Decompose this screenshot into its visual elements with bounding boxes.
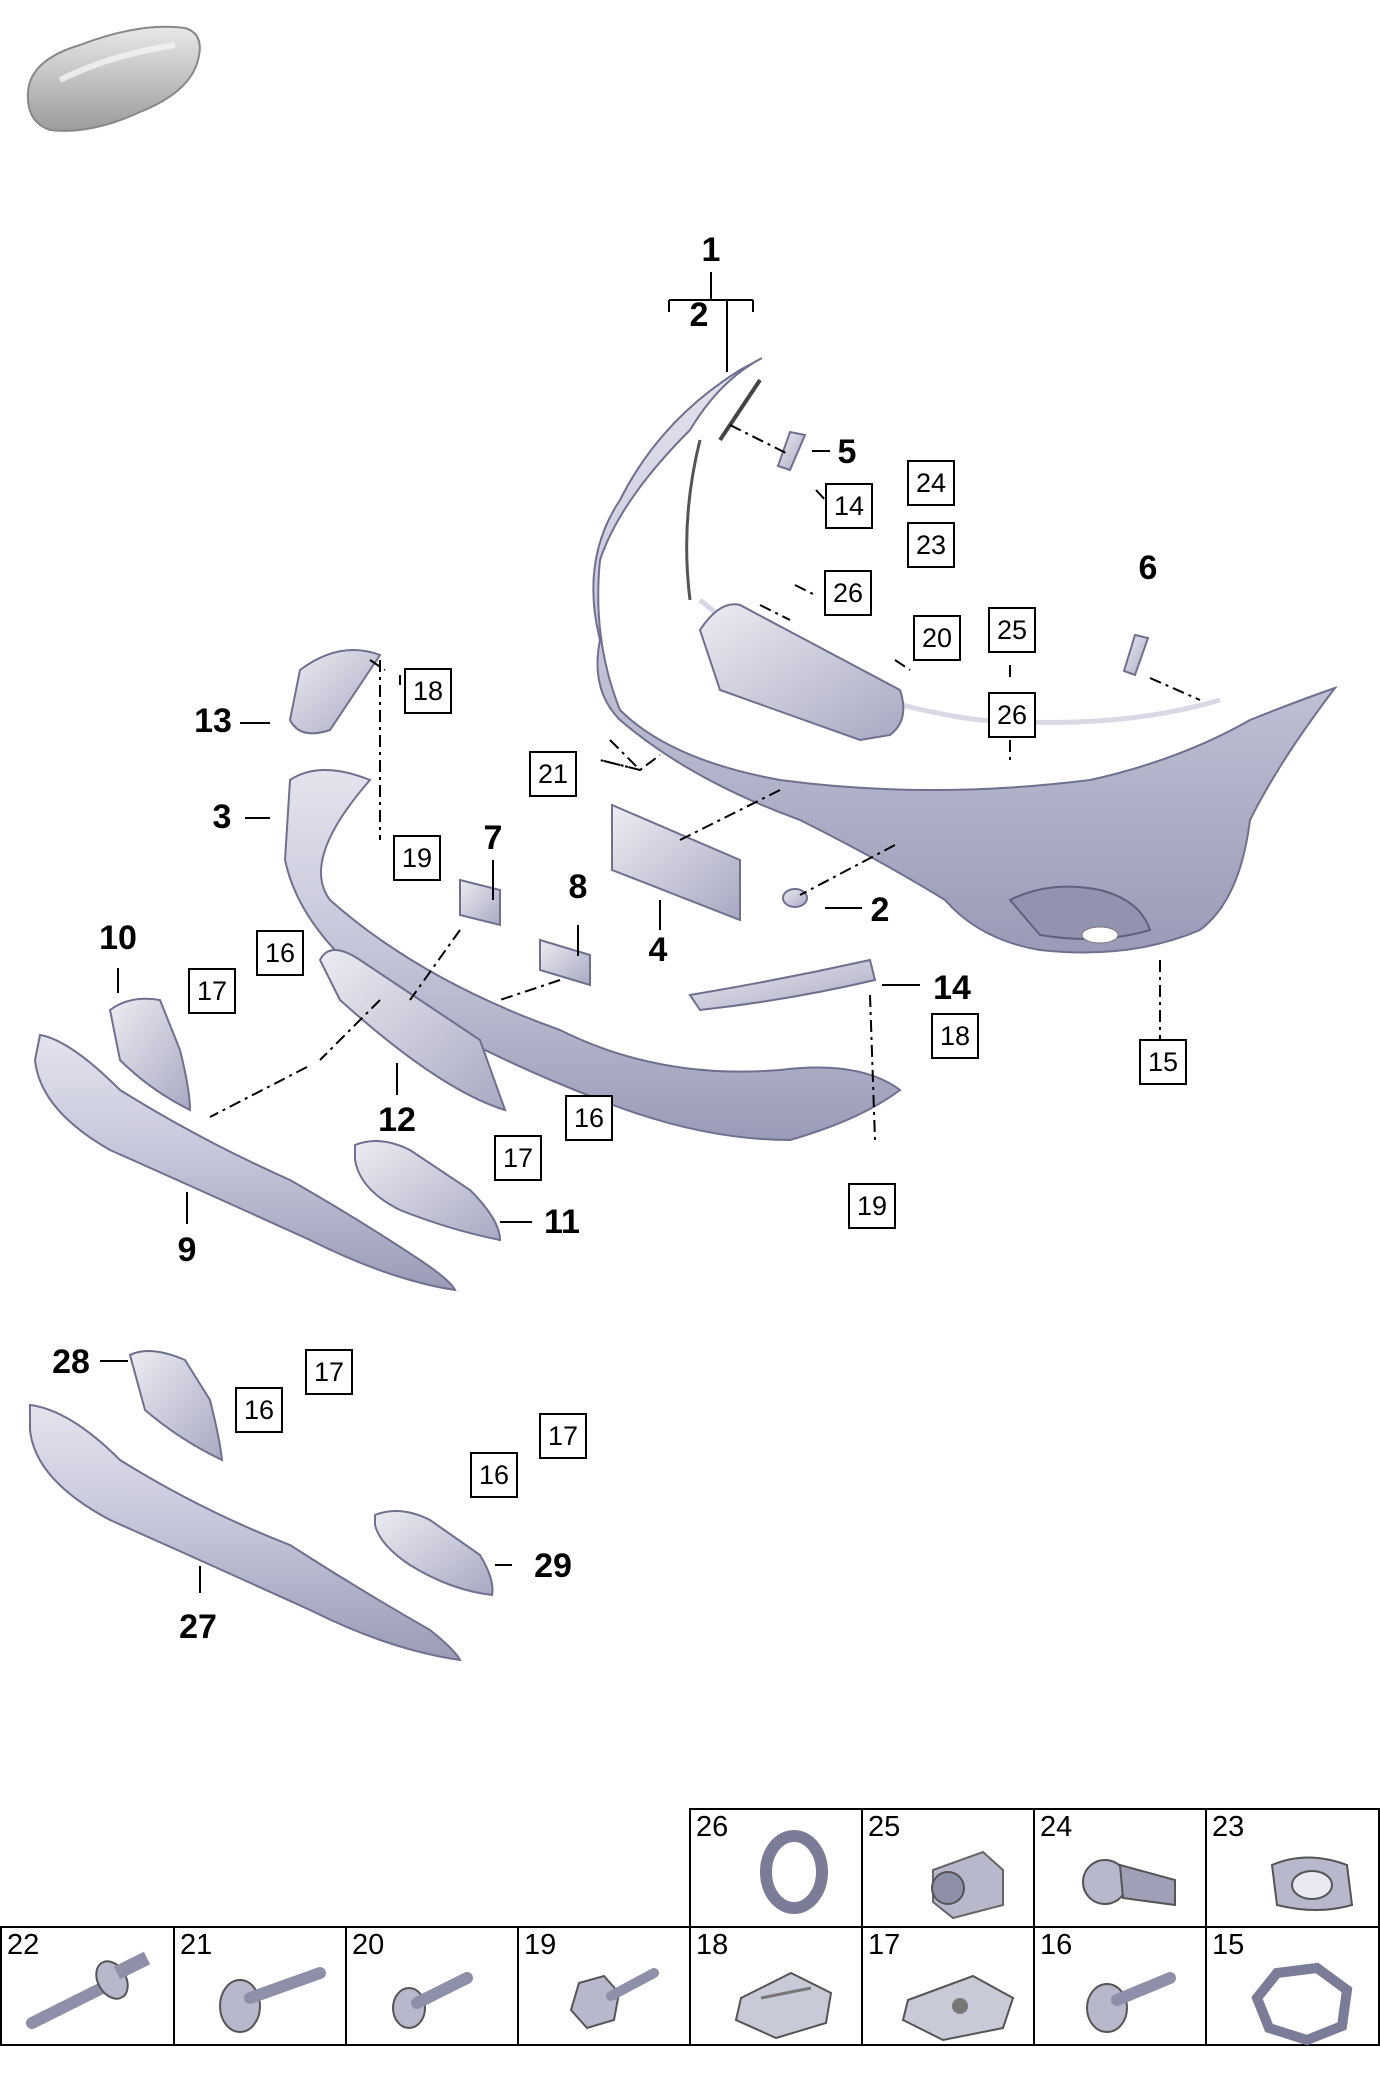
parts-cell-20: 20 xyxy=(345,1926,519,2046)
parts-cell-15: 15 xyxy=(1205,1926,1380,2046)
license-plate-bracket-part xyxy=(611,803,741,922)
callout-3: 3 xyxy=(212,798,232,836)
callout-7: 7 xyxy=(483,819,503,857)
callout-12: 12 xyxy=(378,1101,416,1139)
ref-box-16-b: 16 xyxy=(565,1095,613,1141)
ring-icon xyxy=(760,1830,828,1914)
collar-screw-icon xyxy=(569,1968,659,2030)
parts-cell-number: 24 xyxy=(1040,1811,1073,1843)
car-thumbnail-icon xyxy=(26,25,201,132)
spring-clip-icon xyxy=(734,1971,833,2040)
speed-nut-icon xyxy=(901,1974,1015,2042)
ref-box-16-c: 16 xyxy=(235,1387,283,1433)
ref-box-23: 23 xyxy=(907,522,955,568)
ref-box-18-top: 18 xyxy=(404,668,452,714)
parts-cell-23: 23 xyxy=(1205,1808,1380,1928)
parts-cell-number: 20 xyxy=(352,1929,385,1961)
callout-9: 9 xyxy=(177,1231,197,1269)
parts-cell-number: 23 xyxy=(1212,1811,1245,1843)
callout-2-top: 2 xyxy=(689,296,709,334)
ref-box-21: 21 xyxy=(529,751,577,797)
clip-8-part xyxy=(539,938,591,987)
parts-cell-number: 16 xyxy=(1040,1929,1073,1961)
callout-5: 5 xyxy=(837,433,857,471)
parts-cell-18: 18 xyxy=(689,1926,863,2046)
bumper-cover-part xyxy=(592,357,1338,954)
sensor-bracket-icon xyxy=(1270,1856,1354,1911)
dash-dot-lines xyxy=(209,424,1201,1141)
parts-cell-22: 22 xyxy=(0,1926,175,2046)
ref-box-14-top: 14 xyxy=(825,483,873,529)
sensor-housing-icon xyxy=(931,1850,1004,1920)
air-intake-29-part xyxy=(374,1510,494,1597)
lower-trim-27-part xyxy=(29,1403,462,1662)
ref-box-17-c: 17 xyxy=(305,1349,353,1395)
parts-cell-17: 17 xyxy=(861,1926,1035,2046)
ref-box-18-right: 18 xyxy=(931,1013,979,1059)
bracket-13-part xyxy=(288,649,382,735)
air-intake-10-part xyxy=(108,997,192,1112)
callout-27: 27 xyxy=(179,1608,217,1646)
parts-cell-21: 21 xyxy=(173,1926,347,2046)
clip-7-part xyxy=(459,878,501,927)
parts-cell-number: 22 xyxy=(7,1929,40,1961)
ref-box-17-b: 17 xyxy=(494,1135,542,1181)
ref-box-17-d: 17 xyxy=(539,1413,587,1459)
parts-cell-24: 24 xyxy=(1033,1808,1207,1928)
callout-11: 11 xyxy=(544,1203,580,1241)
leader-lines xyxy=(100,272,920,1593)
callout-28: 28 xyxy=(52,1343,90,1381)
lower-spoiler-part xyxy=(283,769,902,1142)
callout-13: 13 xyxy=(194,702,232,740)
callout-1: 1 xyxy=(701,231,721,269)
parts-cell-number: 15 xyxy=(1212,1929,1245,1961)
callout-6: 6 xyxy=(1138,549,1158,587)
retaining-ring-icon xyxy=(1251,1962,1353,2046)
parts-cell-number: 19 xyxy=(524,1929,557,1961)
upper-grille-part xyxy=(698,603,905,742)
ref-box-17-a: 17 xyxy=(188,968,236,1014)
callout-29: 29 xyxy=(534,1547,572,1585)
ref-box-25: 25 xyxy=(988,607,1036,653)
side-bracket-14-part xyxy=(688,958,877,1012)
park-sensor-icon xyxy=(1082,1859,1176,1907)
parts-cell-number: 26 xyxy=(696,1811,729,1843)
parts-cell-number: 25 xyxy=(868,1811,901,1843)
callout-4: 4 xyxy=(648,931,668,969)
ref-box-19-left: 19 xyxy=(393,835,441,881)
torx-screw-icon xyxy=(1086,1972,1176,2033)
ref-box-26-mid: 26 xyxy=(824,570,872,616)
ref-box-24: 24 xyxy=(907,460,955,506)
screw-icon xyxy=(392,1972,473,2029)
ref-box-15: 15 xyxy=(1139,1039,1187,1085)
parts-cell-number: 17 xyxy=(868,1929,901,1961)
grille-12-part xyxy=(318,949,507,1112)
lower-trim-9-part xyxy=(33,1033,457,1292)
callout-2-cap: 2 xyxy=(870,891,890,929)
air-intake-11-part xyxy=(354,1140,502,1242)
ref-box-26-right: 26 xyxy=(988,692,1036,738)
trim-5-part xyxy=(776,430,807,472)
air-intake-28-part xyxy=(128,1350,224,1462)
callout-10: 10 xyxy=(99,919,137,957)
expansion-rivet-icon xyxy=(219,1967,326,2033)
ref-box-19-bottom: 19 xyxy=(848,1183,896,1229)
parts-cell-19: 19 xyxy=(517,1926,691,2046)
parts-cell-16: 16 xyxy=(1033,1926,1207,2046)
callout-8: 8 xyxy=(568,868,588,906)
towing-eye-cap-part xyxy=(782,888,808,908)
rivet-icon xyxy=(26,1951,151,2029)
parts-cell-26: 26 xyxy=(689,1808,863,1928)
parts-cell-number: 21 xyxy=(180,1929,213,1961)
parts-cell-number: 18 xyxy=(696,1929,729,1961)
trim-6-part xyxy=(1122,633,1150,677)
ref-box-16-d: 16 xyxy=(470,1452,518,1498)
ref-box-20: 20 xyxy=(913,615,961,661)
callout-14: 14 xyxy=(933,969,971,1007)
ref-box-16-a: 16 xyxy=(256,930,304,976)
parts-cell-25: 25 xyxy=(861,1808,1035,1928)
